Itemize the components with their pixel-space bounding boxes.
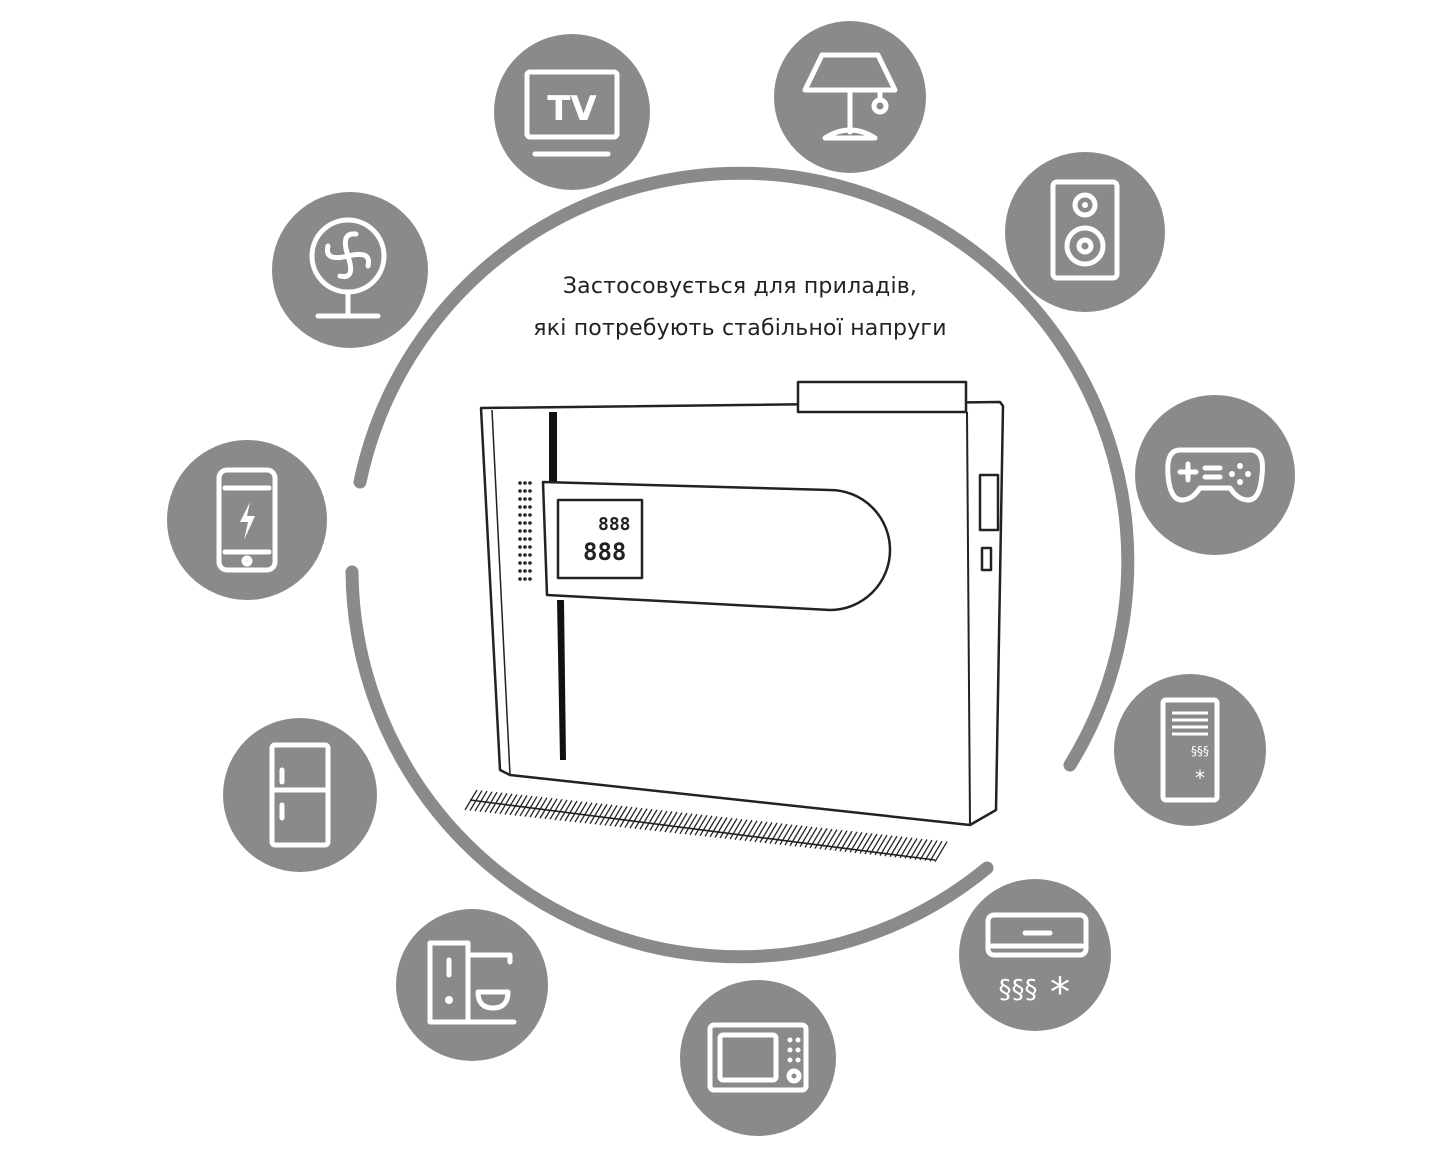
svg-text:§§§: §§§ [999, 975, 1038, 1005]
svg-text:888: 888 [598, 514, 631, 535]
ring-arc-top [353, 166, 1135, 772]
tv-label: TV [547, 89, 597, 129]
svg-text:§§§: §§§ [1191, 744, 1209, 758]
heater-tower-icon: §§§ * [1114, 674, 1266, 826]
lamp-icon [774, 21, 926, 173]
caption-line-1: Застосовується для приладів, [562, 274, 918, 299]
appliance-tv: TV [494, 34, 650, 190]
svg-text:888: 888 [583, 538, 626, 566]
microwave-icon [680, 980, 836, 1136]
caption-line-2: які потребують стабільної напруги [533, 316, 947, 341]
gamepad-icon [1135, 395, 1295, 555]
fan-icon [272, 192, 428, 348]
inverter-device-illustration: 888 888 [464, 380, 1005, 863]
svg-text:*: * [1050, 970, 1070, 1016]
ring-arc-bottom [345, 565, 994, 964]
speaker-icon [1005, 152, 1165, 312]
fridge-icon [223, 718, 377, 872]
svg-text:*: * [1195, 766, 1205, 790]
air-conditioner-icon: §§§ * [959, 879, 1111, 1031]
coffee-machine-icon [396, 909, 548, 1061]
smartphone-charging-icon [167, 440, 327, 600]
